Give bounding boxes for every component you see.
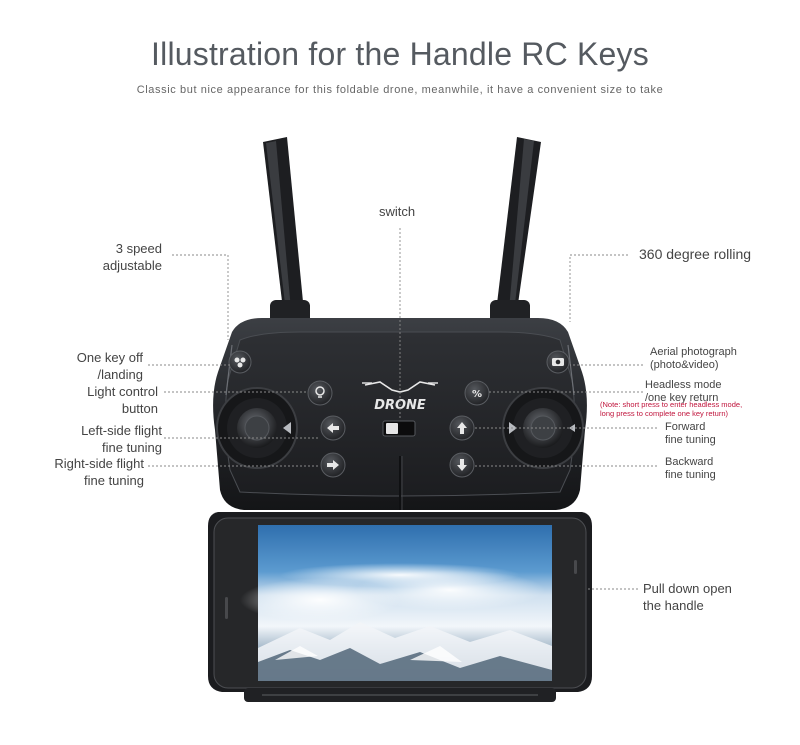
label-switch: switch	[379, 204, 416, 219]
page-subtitle: Classic but nice appearance for this fol…	[136, 84, 664, 96]
phone-screen	[240, 525, 552, 681]
label-right-trim: Right-side flight fine tuning	[54, 456, 144, 488]
label-photo: Aerial photograph (photo&video)	[650, 346, 737, 371]
camera-button[interactable]	[546, 350, 570, 374]
rolling-leader	[569, 254, 628, 322]
label-left-trim: Left-side flight fine tuning	[81, 423, 162, 455]
right-trim-button[interactable]	[320, 452, 346, 478]
label-forward: Forward fine tuning	[665, 421, 716, 446]
power-switch[interactable]	[382, 420, 416, 437]
headless-button[interactable]: %	[464, 380, 490, 406]
speed-leader	[172, 254, 229, 340]
label-pulldown: Pull down open the handle	[643, 581, 732, 613]
right-antenna-icon	[490, 137, 541, 328]
label-rolling: 360 degree rolling	[639, 246, 752, 262]
left-joystick-icon[interactable]	[216, 387, 298, 469]
label-light: Light control button	[87, 384, 158, 416]
backward-trim-button[interactable]	[449, 452, 475, 478]
leader-lines	[148, 228, 657, 590]
label-takeoff: One key off /landing	[76, 350, 143, 382]
page-title: Illustration for the Handle RC Keys	[151, 36, 649, 72]
forward-trim-button[interactable]	[449, 415, 475, 441]
left-antenna-icon	[263, 137, 310, 328]
label-headless: Headless mode /one key return	[645, 379, 722, 404]
speed-button[interactable]	[228, 350, 252, 374]
label-speed: 3 speed adjustable	[102, 241, 162, 273]
left-trim-button[interactable]	[320, 415, 346, 441]
svg-text:%: %	[472, 389, 482, 400]
light-button[interactable]	[307, 380, 333, 406]
label-headless-note: (Note: short press to enter headless mod…	[600, 400, 743, 418]
label-backward: Backward fine tuning	[665, 456, 716, 481]
